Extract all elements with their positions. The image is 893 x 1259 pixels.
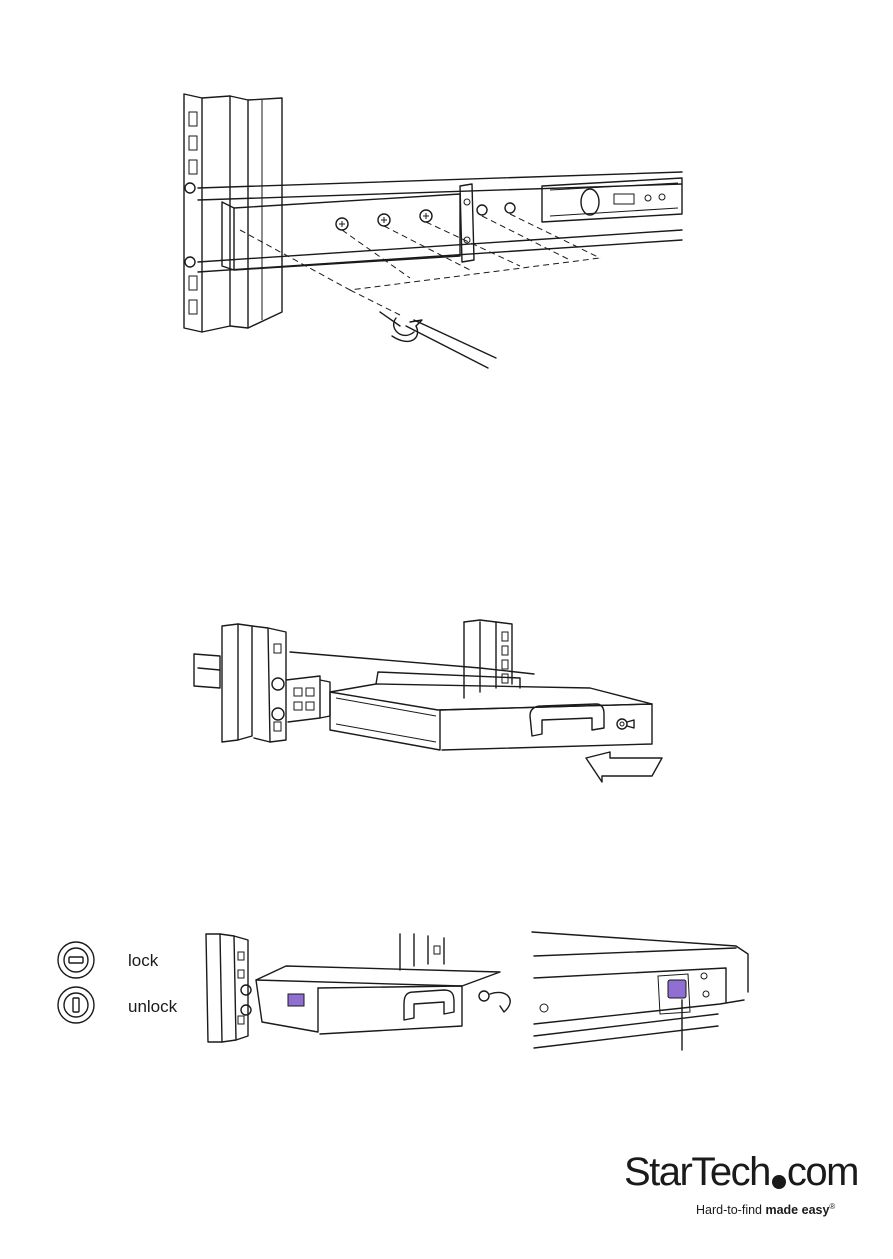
lock-knob-icon xyxy=(58,942,94,978)
unlock-knob-icon xyxy=(58,987,94,1023)
tagline-light: Hard-to-find xyxy=(696,1203,765,1217)
push-arrow-icon xyxy=(586,752,662,782)
lock-closeup-illustration xyxy=(530,928,752,1064)
screwdriver-icon xyxy=(380,312,496,368)
figure-lock-closeup xyxy=(530,928,752,1064)
tray-body xyxy=(256,966,510,1034)
mounting-rail xyxy=(198,172,682,272)
logo-brand-end: com xyxy=(787,1150,858,1194)
unlock-label: unlock xyxy=(128,997,177,1017)
registered-mark: ® xyxy=(829,1202,835,1211)
lock-label: lock xyxy=(128,951,158,971)
tray-locked-illustration xyxy=(200,930,522,1050)
figure-slide-tray xyxy=(190,618,680,798)
front-post-small xyxy=(206,934,251,1042)
lock-legend: lock unlock xyxy=(50,935,210,1025)
slide-tray-illustration xyxy=(190,618,680,798)
figure-rail-screw-mount xyxy=(170,90,690,380)
tagline-bold: made easy xyxy=(765,1203,829,1217)
lock-tab xyxy=(288,994,304,1006)
lock-tab-closeup xyxy=(668,980,686,998)
front-rack-post xyxy=(194,624,286,742)
logo-dot-icon xyxy=(772,1175,786,1189)
logo-brand-start: StarTech xyxy=(624,1150,770,1194)
rear-post-small xyxy=(400,934,444,970)
figure-tray-locked xyxy=(200,930,522,1050)
rail-screw-illustration xyxy=(170,90,690,380)
rack-post xyxy=(184,94,282,332)
logo-tagline: Hard-to-find made easy® xyxy=(696,1202,835,1217)
screw-holes xyxy=(336,203,515,230)
kvm-tray xyxy=(330,672,652,750)
logo-wordmark: StarTech com xyxy=(624,1150,858,1195)
